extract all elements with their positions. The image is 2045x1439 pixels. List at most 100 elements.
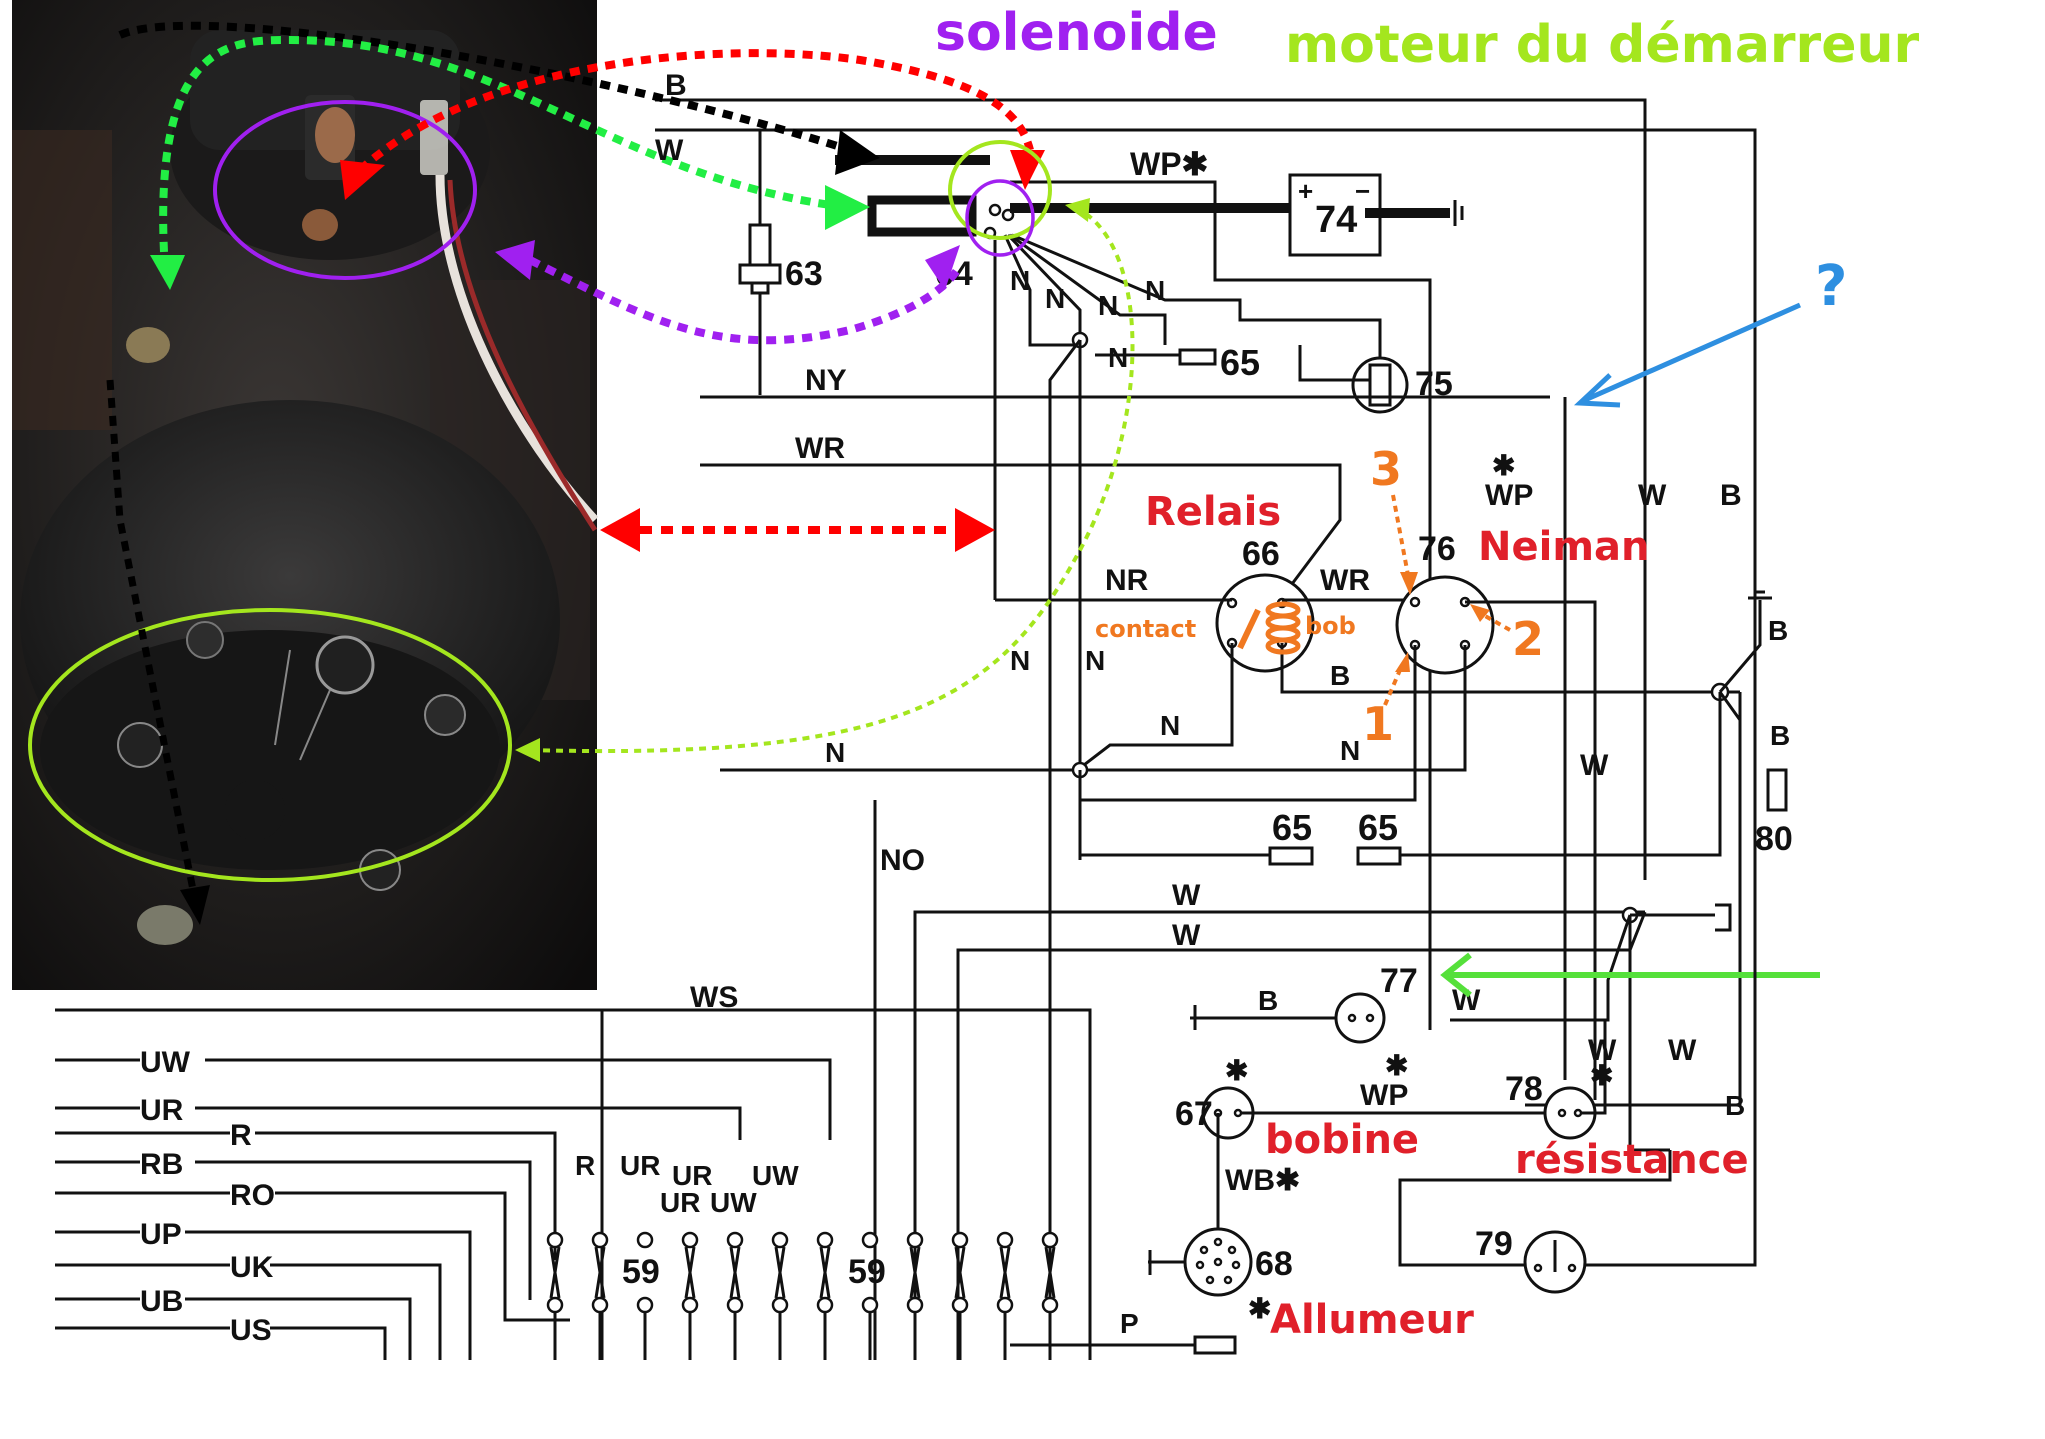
- star-symbol: ✱: [1492, 450, 1515, 481]
- solenoid-title: solenoide: [935, 3, 1218, 63]
- wire-label-b: B: [1725, 1090, 1745, 1121]
- contact-annotation: contact: [1095, 615, 1196, 643]
- connector-pin: [906, 1231, 924, 1249]
- wire-label-b: B: [1768, 615, 1788, 646]
- connector-pin: [591, 1296, 609, 1314]
- connector-pin: [951, 1296, 969, 1314]
- connector-pin: [636, 1231, 654, 1249]
- connector-pin: [996, 1231, 1014, 1249]
- wire-label-w: W: [1588, 1034, 1617, 1067]
- wire-label-nr: NR: [1105, 564, 1149, 597]
- connector-pin: [1041, 1296, 1059, 1314]
- wire-label-b: B: [1770, 720, 1790, 751]
- component-65-label: 65: [1272, 807, 1312, 848]
- connector-label: UW: [710, 1187, 757, 1218]
- pin-2-annotation: 2: [1512, 612, 1544, 666]
- star-symbol: ✱: [1225, 1055, 1248, 1086]
- connector-link: [819, 1246, 831, 1299]
- wire-label-n: N: [1145, 275, 1165, 306]
- wire-label-b: B: [665, 69, 687, 102]
- green-dotted-arrow: [159, 35, 831, 271]
- battery-plus-label: +: [1298, 176, 1313, 206]
- component-80-label: 80: [1755, 820, 1793, 858]
- connector-pin: [771, 1296, 789, 1314]
- connector-link: [594, 1246, 606, 1299]
- component-77-label: 77: [1380, 962, 1418, 1000]
- component-67-coil: 67: [1175, 1086, 1555, 1230]
- schematic-solenoid-circle: [965, 179, 1035, 257]
- wire-label-n: N: [1340, 735, 1360, 766]
- connector-pin: [951, 1231, 969, 1249]
- wire-label-w: W: [1172, 919, 1201, 952]
- pin-3-annotation: 3: [1370, 442, 1402, 496]
- component-63-label: 63: [785, 255, 823, 293]
- connector-label: UR: [620, 1150, 660, 1181]
- component-59-label: 59: [848, 1253, 886, 1291]
- connector-pin: [906, 1296, 924, 1314]
- harness-label: UP: [140, 1218, 182, 1251]
- component-79-label: 79: [1475, 1225, 1513, 1263]
- annotation-arrows: ?: [106, 21, 1847, 925]
- bobine-annotation: bobine: [1265, 1117, 1419, 1163]
- harness-label: RB: [140, 1148, 183, 1181]
- harness-label: US: [230, 1314, 272, 1347]
- wire-label-w: W: [655, 134, 684, 167]
- harness-label: UR: [140, 1094, 184, 1127]
- wire-label-n: N: [1160, 710, 1180, 741]
- connector-pin: [816, 1296, 834, 1314]
- component-67-label: 67: [1175, 1095, 1213, 1133]
- neiman-annotation: Neiman: [1478, 524, 1649, 570]
- connector-pin: [996, 1296, 1014, 1314]
- connector-link: [954, 1246, 966, 1299]
- wire-label-ny: NY: [805, 364, 847, 397]
- connector-pin: [726, 1231, 744, 1249]
- component-79: 79: [1398, 870, 1757, 1294]
- allumeur-annotation: Allumeur: [1270, 1297, 1474, 1343]
- red-dotted-arrow-solenoid: [357, 49, 1034, 173]
- component-68-distributor: 68: [1148, 1227, 1293, 1297]
- connector-pin: [1041, 1231, 1059, 1249]
- wire-label-n: N: [1098, 290, 1118, 321]
- connector-link: [684, 1246, 696, 1299]
- wire-label-p: P: [1120, 1308, 1139, 1339]
- connector-pin: [681, 1231, 699, 1249]
- starter-motor-photo: [12, 0, 599, 990]
- star-symbol: ✱: [1385, 1050, 1408, 1081]
- starter-motor-title: moteur du démarreur: [1285, 15, 1919, 75]
- wire-label-wb-star: WB✱: [1225, 1164, 1300, 1197]
- connector-pin: [861, 1296, 879, 1314]
- component-76-label: 76: [1418, 530, 1456, 568]
- connector-label: R: [575, 1150, 595, 1181]
- connector-label: UW: [752, 1160, 799, 1191]
- starter-motor-highlight-circle: [28, 608, 512, 882]
- connector-label: UR: [660, 1187, 700, 1218]
- component-74-label: 74: [1315, 199, 1357, 241]
- question-arrow: [1583, 302, 1802, 403]
- star-symbol: ✱: [1248, 1293, 1271, 1324]
- connector-pin: [681, 1296, 699, 1314]
- wire-label-w: W: [1580, 749, 1609, 782]
- component-76-neiman: 76: [1080, 530, 1597, 1100]
- question-mark: ?: [1815, 254, 1847, 319]
- connector-link: [729, 1246, 741, 1299]
- wire-label-wp-star: WP✱: [1130, 146, 1208, 182]
- lime-dotted-arrow: [529, 208, 1135, 754]
- connector-link: [999, 1246, 1011, 1299]
- harness-label: UK: [230, 1251, 274, 1284]
- component-78-resistor: 78: [1505, 1020, 1607, 1140]
- component-68-label: 68: [1255, 1245, 1293, 1283]
- connector-pin: [546, 1296, 564, 1314]
- wire-label-n: N: [1010, 645, 1030, 676]
- wire-label-n: N: [1085, 645, 1105, 676]
- connector-pin: [861, 1231, 879, 1249]
- coil-annotation: bob: [1305, 612, 1356, 640]
- star-symbol: ✱: [1590, 1060, 1613, 1091]
- connector-pin: [591, 1231, 609, 1249]
- wire-label-w: W: [1668, 1034, 1697, 1067]
- harness-label: R: [230, 1119, 252, 1152]
- connector-pin: [726, 1296, 744, 1314]
- component-77: 77: [1190, 962, 1418, 1044]
- wire-label-b: B: [1330, 660, 1350, 691]
- component-65-top-label: 65: [1220, 342, 1260, 383]
